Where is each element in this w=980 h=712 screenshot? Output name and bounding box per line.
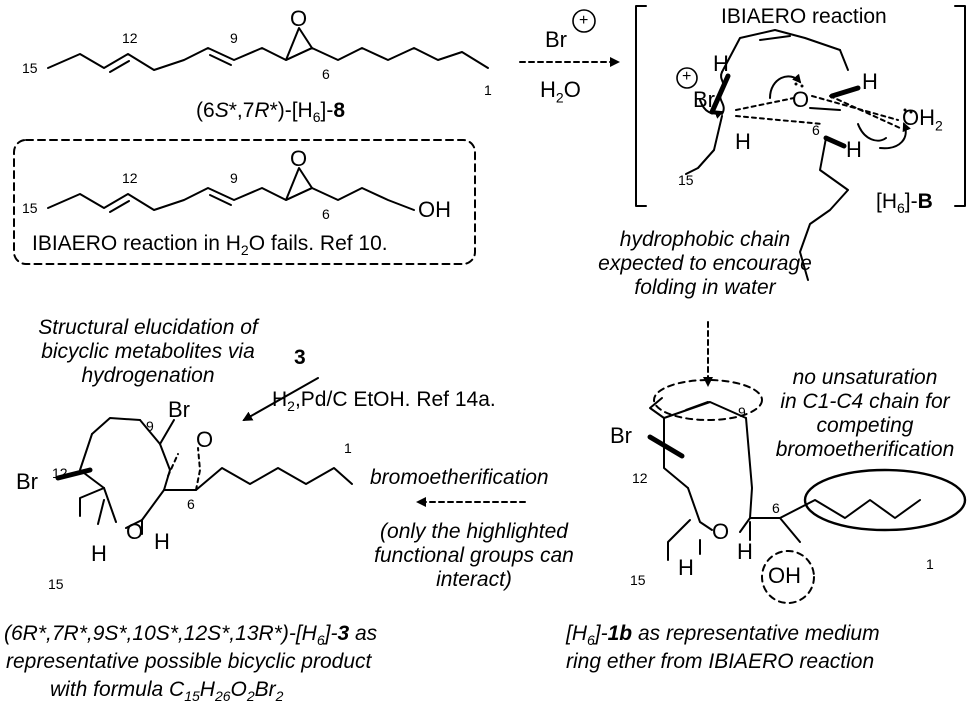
analog-dashed-box	[13, 139, 476, 265]
hydroxyl-analog: OH	[418, 197, 451, 222]
intermediate-title: IBIAERO reaction	[721, 5, 887, 28]
locant-9-3: 9	[146, 418, 154, 434]
bracket-left	[635, 5, 647, 207]
left-h-1b: H	[678, 555, 694, 580]
compound-8-skeleton	[47, 27, 489, 73]
locant-6-1b: 6	[772, 500, 780, 516]
ring-h-1b: H	[737, 539, 753, 564]
ring-oxygen-1b: O	[712, 519, 730, 544]
locant-1-3: 1	[344, 440, 352, 456]
product-1b-caption-line2: ring ether from IBIAERO reaction	[566, 650, 875, 673]
locant-1-8: 1	[484, 82, 492, 98]
hydrogenation-reagent: H2,Pd/C EtOH. Ref 14a.	[272, 388, 496, 415]
br-plus-charge	[676, 67, 698, 89]
structural-note: Structural elucidation of bicyclic metab…	[38, 316, 258, 387]
step3-arrow	[242, 377, 319, 421]
locant-9-analog: 9	[230, 170, 238, 186]
locant-12-analog: 12	[122, 170, 138, 186]
product-3-caption-line2: representative possible bicyclic product	[6, 650, 372, 673]
hydrophobic-note: hydrophobic chain expected to encourage …	[598, 228, 812, 299]
intermediate-h-right-top: H	[862, 69, 878, 94]
bromine-1b: Br	[610, 423, 632, 448]
intermediate-plus: +	[682, 68, 692, 85]
locant-15-b: 15	[678, 172, 694, 188]
locant-6-analog: 6	[322, 206, 330, 222]
highlight-note: (only the highlighted functional groups …	[374, 520, 574, 591]
intermediate-water: OH2	[902, 105, 943, 134]
bracket-right	[954, 5, 966, 207]
locant-12-1b: 12	[632, 470, 648, 486]
intermediate-h-right-low: H	[846, 137, 862, 162]
product-3-caption-line3: with formula C15H26O2Br2	[50, 678, 284, 705]
intermediate-h-low: H	[735, 129, 751, 154]
locant-15-1b: 15	[630, 572, 646, 588]
product-1b-skeleton	[647, 397, 921, 561]
epoxide-oxygen-8: O	[290, 6, 308, 31]
intermediate-oxygen: O	[792, 87, 810, 112]
bridge-oxygen-3: O	[196, 427, 214, 452]
locant-15-analog: 15	[22, 200, 38, 216]
bromine-left-3: Br	[16, 469, 38, 494]
oh2-lone-pair-a	[903, 108, 907, 112]
no-unsaturation-note: no unsaturation in C1-C4 chain for compe…	[775, 366, 955, 461]
hydroxyl-highlight-ring	[761, 550, 815, 604]
bromoetherification-label: bromoetherification	[370, 466, 549, 489]
locant-15-8: 15	[22, 60, 38, 76]
intermediate-b-skeleton	[685, 29, 911, 281]
locant-9-8: 9	[230, 30, 238, 46]
left-h-3: H	[91, 541, 107, 566]
locant-12-3: 12	[52, 465, 68, 481]
compound-3-ref: 3	[294, 346, 306, 369]
epoxide-oxygen-analog: O	[290, 146, 308, 171]
product-3-skeleton	[55, 417, 353, 535]
alkene-highlight-ring	[653, 379, 763, 421]
ring-oxygen-3: O	[126, 519, 144, 544]
analog-skeleton	[47, 167, 415, 213]
locant-6-b: 6	[812, 122, 820, 138]
locant-9-1b: 9	[738, 404, 746, 420]
alkyl-chain-highlight	[803, 468, 967, 532]
product-1b-caption-line1: [H6]-1b as representative medium	[566, 622, 880, 649]
water-solvent: H2O	[540, 77, 581, 106]
intermediate-h-top: H	[713, 51, 729, 76]
intermediate-bromine: Br	[693, 87, 715, 112]
oh2-lone-pair-b	[909, 110, 913, 114]
analog-caption: IBIAERO reaction in H2O fails. Ref 10.	[32, 232, 388, 259]
locant-6-3: 6	[187, 496, 195, 512]
ring-h-3: H	[154, 529, 170, 554]
o-lone-pair-b	[800, 84, 804, 88]
o-lone-pair-a	[794, 82, 798, 86]
locant-12-8: 12	[122, 30, 138, 46]
product-3-caption-line1: (6R*,7R*,9S*,10S*,12S*,13R*)-[H6]-3 as	[4, 622, 378, 649]
locant-15-3: 15	[48, 576, 64, 592]
locant-6-8: 6	[322, 66, 330, 82]
reagent-charge: +	[579, 12, 589, 29]
br-cation-charge	[572, 9, 596, 33]
intermediate-b-label: [H6]-B	[876, 190, 933, 217]
bromine-top-3: Br	[168, 397, 190, 422]
bromonium-reagent: Br	[545, 27, 567, 52]
locant-1-1b: 1	[926, 556, 934, 572]
compound-8-label: (6S*,7R*)-[H6]-8	[196, 99, 346, 126]
hydroxyl-1b: OH	[768, 563, 801, 588]
